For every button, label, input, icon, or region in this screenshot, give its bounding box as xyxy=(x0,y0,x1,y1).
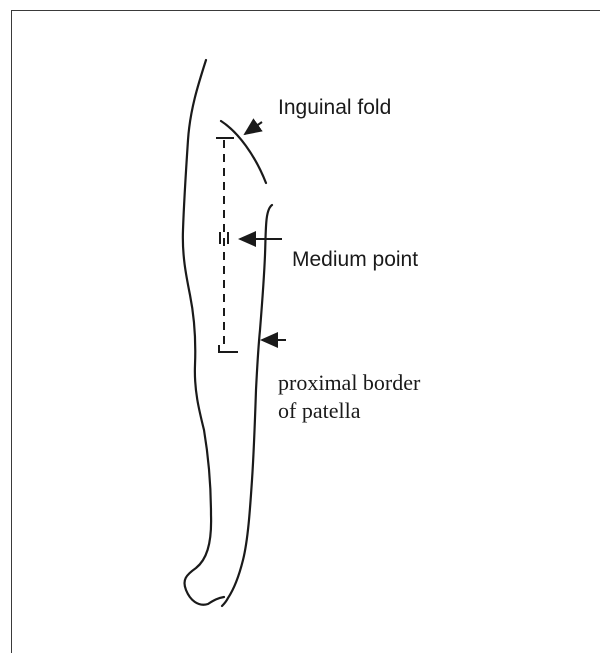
patella-label-line-2: of patella xyxy=(278,397,420,425)
patella-label-line-1: proximal border xyxy=(278,369,420,397)
inguinal-fold-curve xyxy=(221,121,266,183)
medium-point-label: Medium point xyxy=(292,248,418,272)
measure-bottom-tick xyxy=(219,345,238,352)
leg-outer-contour xyxy=(183,60,224,605)
inguinal-fold-label: Inguinal fold xyxy=(278,96,391,120)
inguinal-fold-arrow xyxy=(245,122,262,134)
leg-inner-contour xyxy=(222,205,272,606)
proximal-border-of-patella-label: proximal border of patella xyxy=(278,369,420,425)
